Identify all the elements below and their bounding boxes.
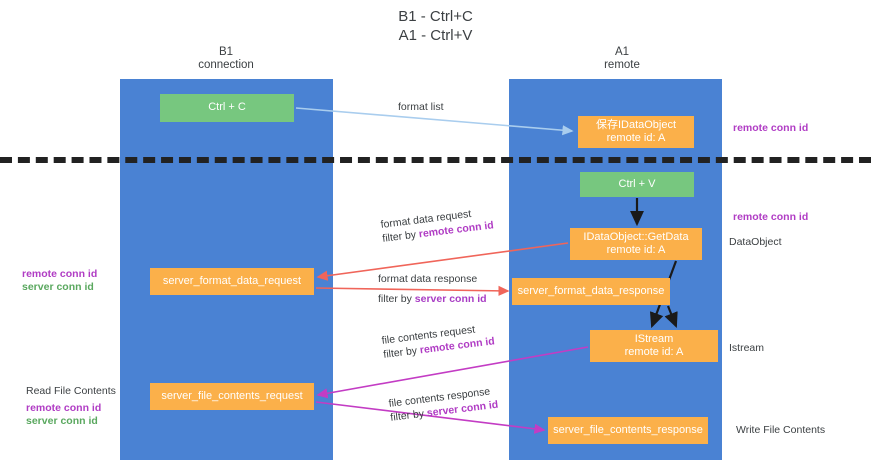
node-istream-label: IStream xyxy=(634,332,674,345)
edge-response-to-istream xyxy=(664,305,678,329)
node-istream-sublabel: remote id: A xyxy=(624,346,684,358)
node-ctrl-c-label: Ctrl + C xyxy=(208,101,246,114)
node-ctrl-c[interactable]: Ctrl + C xyxy=(160,94,294,122)
lane-header-b1-name: B1 xyxy=(218,46,234,58)
annotation-read-file-contents: Read File Contents xyxy=(26,385,116,398)
lane-header-a1-role: remote xyxy=(604,59,640,71)
edge-label-fdres-filter-prefix: filter by xyxy=(378,292,415,305)
edge-file-contents-response xyxy=(315,401,546,434)
annotation-write-file-contents-text: Write File Contents xyxy=(736,424,826,436)
node-idataobject-getdata[interactable]: IDataObject::GetData remote id: A xyxy=(570,228,702,260)
annotation-dataobject: DataObject xyxy=(729,236,782,249)
lane-header-a1: A1 remote xyxy=(542,46,702,72)
annotation-remote-conn-id-mid: remote conn id xyxy=(733,211,808,224)
annotation-write-file-contents: Write File Contents xyxy=(736,424,825,437)
node-idataobject[interactable]: 保存IDataObject remote id: A xyxy=(578,116,694,148)
node-server-format-data-response[interactable]: server_format_data_response xyxy=(512,278,670,305)
annotation-left-conn-ids-1: remote conn id server conn id xyxy=(22,268,97,294)
edge-label-format-data-response: format data response filter by server co… xyxy=(378,273,487,306)
edge-format-data-request xyxy=(316,242,569,281)
node-server-file-contents-response[interactable]: server_file_contents_response xyxy=(548,417,708,444)
edge-format-data-response xyxy=(315,285,510,296)
node-getdata-label: IDataObject::GetData xyxy=(583,230,689,243)
annotation-remote-conn-id-mid-text: remote conn id xyxy=(733,211,809,223)
lane-header-a1-name: A1 xyxy=(614,46,630,58)
node-istream[interactable]: IStream remote id: A xyxy=(590,330,718,362)
annotation-left-server-conn-id-2: server conn id xyxy=(26,415,98,427)
edge-label-format-list-text: format list xyxy=(398,101,444,113)
annotation-istream-text: Istream xyxy=(729,342,765,354)
lane-header-b1-role: connection xyxy=(198,59,254,71)
node-ctrl-v[interactable]: Ctrl + V xyxy=(580,172,694,197)
annotation-left-remote-conn-id-2: remote conn id xyxy=(26,402,102,414)
edge-label-fdres-title: format data response xyxy=(378,273,478,285)
annotation-dataobject-text: DataObject xyxy=(729,236,782,248)
page-title: B1 - Ctrl+C A1 - Ctrl+V xyxy=(0,7,871,45)
annotation-left-remote-conn-id-1: remote conn id xyxy=(22,268,98,280)
node-server-format-data-request[interactable]: server_format_data_request xyxy=(150,268,314,295)
edge-label-format-list: format list xyxy=(398,101,444,115)
lane-header-b1: B1 connection xyxy=(146,46,306,72)
annotation-remote-conn-id-top-text: remote conn id xyxy=(733,122,809,134)
node-server-format-data-request-label: server_format_data_request xyxy=(162,274,302,287)
edge-file-contents-request xyxy=(316,346,589,399)
edge-label-fdres-filter-key: server conn id xyxy=(414,292,487,305)
phase-separator xyxy=(0,157,871,163)
node-server-file-contents-request-label: server_file_contents_request xyxy=(161,389,303,402)
edge-format-list xyxy=(295,107,574,136)
node-idataobject-label: 保存IDataObject xyxy=(595,118,677,131)
title-line-2: A1 - Ctrl+V xyxy=(398,27,473,44)
annotation-left-conn-ids-2: remote conn id server conn id xyxy=(26,402,101,428)
node-idataobject-sublabel: remote id: A xyxy=(606,132,666,144)
node-ctrl-v-label: Ctrl + V xyxy=(618,177,656,190)
title-line-1: B1 - Ctrl+C xyxy=(398,8,473,25)
node-server-file-contents-response-label: server_file_contents_response xyxy=(553,423,703,436)
annotation-remote-conn-id-top: remote conn id xyxy=(733,122,808,135)
node-server-file-contents-request[interactable]: server_file_contents_request xyxy=(150,383,314,410)
annotation-istream: Istream xyxy=(729,342,764,355)
annotation-left-server-conn-id-1: server conn id xyxy=(22,281,94,293)
annotation-read-file-contents-text: Read File Contents xyxy=(26,385,116,397)
node-getdata-sublabel: remote id: A xyxy=(606,244,666,256)
node-server-format-data-response-label: server_format_data_response xyxy=(517,284,665,297)
